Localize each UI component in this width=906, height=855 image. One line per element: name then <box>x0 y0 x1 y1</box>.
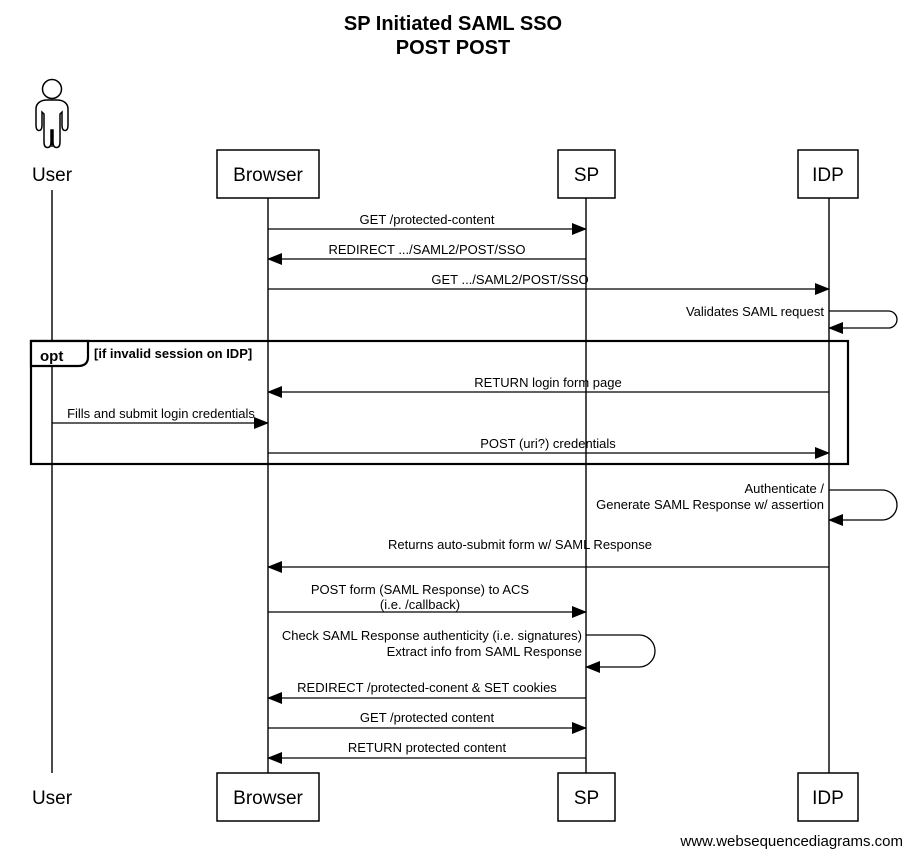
message-label-authenticate-line2: Generate SAML Response w/ assertion <box>596 497 824 512</box>
message-label-get-protected-content: GET /protected-content <box>360 212 495 227</box>
message-label-check-response-line1: Check SAML Response authenticity (i.e. s… <box>282 628 582 643</box>
opt-fragment-guard: [if invalid session on IDP] <box>94 346 252 361</box>
actor-box-idp-top <box>797 149 859 199</box>
person-body-icon <box>35 99 69 149</box>
message-label-get-sso: GET .../SAML2/POST/SSO <box>431 272 588 287</box>
actor-label-idp-bottom: IDP <box>812 788 844 809</box>
self-loop-authenticate <box>828 489 898 526</box>
self-loop-check-response <box>585 634 656 673</box>
user-actor-figure <box>35 78 69 149</box>
message-label-post-form-acs-line2: (i.e. /callback) <box>380 597 460 612</box>
actor-label-user-top: User <box>32 165 73 186</box>
message-label-return-protected: RETURN protected content <box>348 740 507 755</box>
message-label-redirect-set-cookies: REDIRECT /protected-conent & SET cookies <box>297 680 557 695</box>
actor-label-sp-bottom: SP <box>574 788 599 809</box>
actor-label-browser-top: Browser <box>233 165 303 186</box>
actor-label-user-bottom: User <box>32 788 73 809</box>
actor-box-browser-top <box>216 149 320 199</box>
diagram-title-line2: POST POST <box>396 37 510 59</box>
message-label-authenticate-line1: Authenticate / <box>745 481 825 496</box>
message-label-validates-request: Validates SAML request <box>686 304 824 319</box>
person-head-icon <box>41 78 63 100</box>
message-label-post-credentials: POST (uri?) credentials <box>480 436 616 451</box>
actor-box-idp-bottom <box>797 772 859 822</box>
message-label-return-login-form: RETURN login form page <box>474 375 621 390</box>
message-label-returns-autosubmit-form: Returns auto-submit form w/ SAML Respons… <box>388 537 652 552</box>
message-label-post-form-acs-line1: POST form (SAML Response) to ACS <box>311 582 530 597</box>
diagram-title-line1: SP Initiated SAML SSO <box>344 13 562 35</box>
self-loop-validates-request <box>828 310 898 334</box>
message-label-redirect-sso: REDIRECT .../SAML2/POST/SSO <box>329 242 526 257</box>
watermark-url: www.websequencediagrams.com <box>679 833 903 850</box>
message-label-get-protected: GET /protected content <box>360 710 495 725</box>
message-label-fills-credentials: Fills and submit login credentials <box>67 406 255 421</box>
opt-fragment-tab <box>29 339 90 368</box>
message-label-check-response-line2: Extract info from SAML Response <box>387 644 582 659</box>
actor-box-browser-bottom <box>216 772 320 822</box>
actor-label-sp-top: SP <box>574 165 599 186</box>
actor-label-browser-bottom: Browser <box>233 788 303 809</box>
actor-box-sp-bottom <box>557 772 616 822</box>
actor-label-idp-top: IDP <box>812 165 844 186</box>
actor-box-sp-top <box>557 149 616 199</box>
opt-fragment-operator: opt <box>40 348 63 365</box>
opt-fragment-frame <box>29 339 850 466</box>
